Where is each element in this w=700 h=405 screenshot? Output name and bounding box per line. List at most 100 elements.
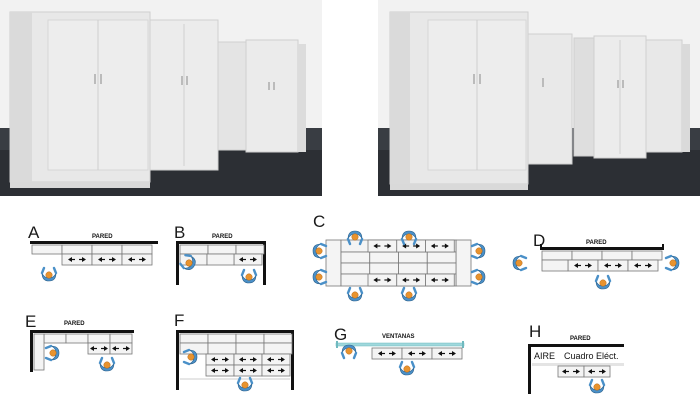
- cabinet-module: [121, 244, 153, 255]
- person-icon: [470, 242, 486, 260]
- sliding-door-arrows-icon: [430, 277, 449, 283]
- person-icon: [470, 268, 486, 286]
- cabinet-module: [206, 253, 235, 266]
- cabinet-module: [340, 262, 371, 275]
- person-icon: [44, 344, 60, 362]
- cabinet-module: [87, 333, 111, 344]
- layout-b-diagram: PARED: [176, 232, 272, 290]
- cabinet-module: [426, 262, 457, 275]
- sliding-door-arrows-icon: [211, 368, 229, 373]
- cabinet-module: [235, 333, 265, 344]
- sliding-door-arrows-icon: [98, 257, 116, 262]
- cabinet-module: [43, 333, 67, 344]
- cabinet-row: [179, 244, 265, 255]
- cabinet-module: [601, 250, 633, 261]
- sliding-door-arrows-icon: [68, 257, 86, 262]
- wall-label: PARED: [64, 321, 85, 327]
- cabinet-module: [207, 333, 237, 344]
- cabinet-row: [233, 253, 263, 266]
- cabinet-row: [61, 253, 153, 266]
- cabinet-module: [207, 244, 237, 255]
- cabinet-module: [233, 353, 263, 366]
- cabinet-module: [396, 239, 426, 253]
- cabinet-module: [371, 347, 403, 360]
- cabinet-module: [631, 250, 663, 261]
- sliding-door-arrows-icon: [402, 243, 421, 249]
- sliding-door-arrows-icon: [267, 357, 285, 362]
- sliding-door-arrows-icon: [430, 243, 449, 249]
- person-icon: [179, 253, 196, 270]
- layout-e-diagram: PARED: [30, 318, 140, 378]
- cabinet-module: [369, 251, 399, 264]
- cabinet-module: [425, 239, 455, 253]
- sliding-door-arrows-icon: [239, 368, 257, 373]
- person-icon: [98, 356, 116, 372]
- cabinet-row: [367, 239, 455, 253]
- sliding-door-arrows-icon: [112, 346, 130, 351]
- wall-line: [30, 241, 158, 244]
- cabinet-module: [398, 262, 428, 275]
- cabinet-row: [557, 365, 611, 378]
- sliding-door-arrows-icon: [378, 351, 396, 356]
- layout-a-diagram: PARED: [30, 232, 160, 290]
- wall-label: PARED: [586, 240, 607, 246]
- cabinet-module: [369, 262, 399, 275]
- cabinet-module: [205, 353, 235, 366]
- layout-letter-f: F: [174, 311, 185, 330]
- wall-label: PARED: [92, 234, 113, 240]
- sliding-door-arrows-icon: [239, 357, 257, 362]
- sliding-door-arrows-icon: [588, 369, 606, 374]
- person-icon: [240, 268, 258, 284]
- sliding-door-arrows-icon: [574, 263, 592, 268]
- cabinet-module: [541, 250, 573, 261]
- sliding-door-arrows-icon: [408, 351, 426, 356]
- cabinet-module: [426, 251, 457, 264]
- cabinet-module: [109, 333, 133, 344]
- layout-letter-b: B: [174, 223, 186, 242]
- cabinet-module: [431, 347, 463, 360]
- layout-letter-h: H: [529, 322, 542, 341]
- cabinet-row: [541, 250, 663, 261]
- cabinet-module: [567, 259, 599, 272]
- cabinet-row: [367, 273, 455, 287]
- cabinet-module: [179, 333, 209, 344]
- cabinet-module: [205, 364, 235, 377]
- sliding-door-arrows-icon: [128, 257, 146, 262]
- cabinet-row: [43, 333, 133, 344]
- person-icon: [664, 254, 680, 272]
- cabinet-module: [263, 342, 293, 355]
- sliding-door-arrows-icon: [604, 263, 622, 268]
- cabinet-module: [179, 244, 209, 255]
- person-icon: [400, 230, 418, 246]
- cabinet-row: [179, 342, 293, 355]
- cabinet-module: [571, 250, 603, 261]
- person-icon: [588, 378, 606, 394]
- cabinet-module: [597, 259, 629, 272]
- sliding-door-arrows-icon: [402, 277, 421, 283]
- person-icon: [594, 274, 612, 290]
- cabinet-module: [233, 253, 263, 266]
- cabinet-module: [557, 365, 585, 378]
- cabinet-row: [340, 262, 457, 275]
- person-icon: [312, 242, 328, 260]
- cabinet-module: [340, 251, 371, 264]
- sliding-door-arrows-icon: [562, 369, 580, 374]
- cabinet-module: [396, 273, 426, 287]
- cabinet-row: [31, 244, 153, 255]
- layout-g-diagram: VENTANAS: [335, 332, 468, 394]
- sliding-door-arrows-icon: [267, 368, 285, 373]
- layout-c-diagram: [312, 226, 486, 304]
- cabinet-row: [205, 364, 291, 377]
- sliding-door-arrows-icon: [239, 257, 257, 262]
- layout-d-diagram: PARED: [512, 238, 680, 296]
- air-label: AIRE: [534, 351, 555, 361]
- sliding-door-arrows-icon: [373, 243, 392, 249]
- person-icon: [40, 266, 58, 282]
- cabinet-module: [425, 273, 455, 287]
- cabinet-row: [567, 259, 659, 272]
- person-icon: [398, 360, 416, 376]
- wall-label: PARED: [212, 234, 233, 240]
- cabinet-module: [261, 364, 291, 377]
- person-icon: [340, 344, 358, 360]
- layout-letter-d: D: [533, 231, 546, 250]
